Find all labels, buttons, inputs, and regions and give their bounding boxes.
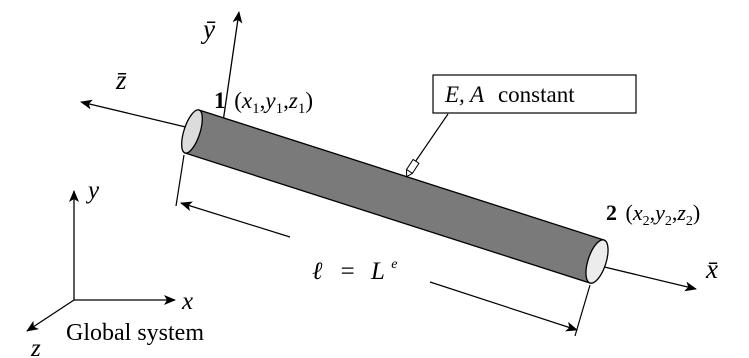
extension-line-right xyxy=(574,284,591,337)
node-2-x: x xyxy=(632,200,643,225)
node-2-z-sub: 2 xyxy=(686,214,693,229)
equals-sign: = xyxy=(341,258,355,285)
y-bar-label: ȳ xyxy=(200,14,216,44)
global-z-axis xyxy=(26,299,75,332)
property-callout: E, A constant xyxy=(405,74,637,178)
x-bar-label: x̄ xyxy=(705,254,718,284)
global-y-label: y xyxy=(85,177,100,204)
node-2-number: 2 xyxy=(606,200,617,225)
global-z-label: z xyxy=(30,335,41,358)
global-axes: y x z Global system xyxy=(26,177,204,358)
length-dimension xyxy=(175,154,591,337)
length-label: ℓ = L e xyxy=(312,257,397,285)
node-2-y-sub: 2 xyxy=(665,214,672,229)
dimension-arrow-right xyxy=(429,281,578,332)
z-bar-axis xyxy=(80,99,195,130)
dimension-arrow-left xyxy=(180,201,291,238)
node-2-label: 2 (x2,y2,z2) xyxy=(606,200,700,229)
node-1-y: y xyxy=(263,88,276,113)
node-1-y-sub: 1 xyxy=(276,101,284,117)
property-word: constant xyxy=(498,82,575,107)
pin-icon xyxy=(405,158,420,178)
property-label: E, A constant xyxy=(444,82,575,107)
node-1-z: z xyxy=(288,88,298,113)
z-bar-label: z̄ xyxy=(115,65,127,95)
property-box xyxy=(432,74,637,114)
node-1-z-sub: 1 xyxy=(298,101,306,117)
node-1-x-sub: 1 xyxy=(252,101,260,117)
node-2-z: z xyxy=(676,200,686,225)
length-superscript: e xyxy=(391,257,397,272)
node-2-y: y xyxy=(653,200,665,225)
global-x-label: x xyxy=(181,288,193,315)
bar-element xyxy=(181,109,609,284)
length-symbol: L xyxy=(370,258,385,285)
node-1-label: 1 (x1,y1,z1) xyxy=(214,88,313,117)
property-leader xyxy=(410,113,449,169)
bar-end-node-2 xyxy=(585,239,609,284)
node-1-number: 1 xyxy=(214,88,226,113)
node-1-x: x xyxy=(241,88,253,113)
extension-line-left xyxy=(175,154,185,207)
ell-symbol: ℓ xyxy=(312,258,323,285)
y-bar-axis xyxy=(222,11,243,123)
bar-end-node-1 xyxy=(181,109,203,154)
x-bar-axis xyxy=(595,264,697,292)
node-2-x-sub: 2 xyxy=(643,214,650,229)
global-system-caption: Global system xyxy=(66,320,204,346)
property-symbols: E, A xyxy=(444,82,485,107)
